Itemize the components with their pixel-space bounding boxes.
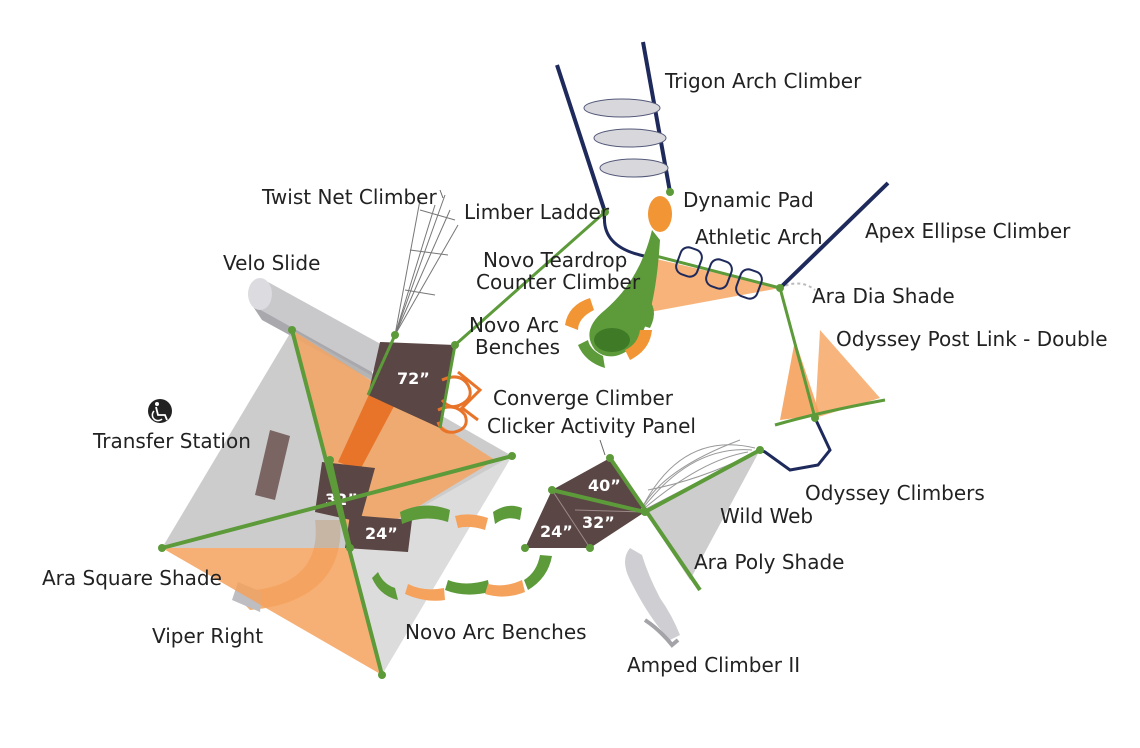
label-ara-dia-shade: Ara Dia Shade (812, 284, 955, 308)
wheelchair-icon (148, 399, 172, 423)
label-limber-ladder: Limber Ladder (464, 200, 610, 224)
label-trigon-arch-climber: Trigon Arch Climber (665, 69, 862, 93)
connection-points (158, 188, 819, 679)
twist-net-climber (394, 194, 459, 336)
access-ramp (338, 388, 400, 470)
posts-center (551, 448, 761, 592)
ara-dia-shade (650, 258, 780, 312)
odyssey-climbers (759, 417, 832, 472)
label-odyssey-climbers: Odyssey Climbers (805, 481, 985, 505)
deck-center: 40” 24” 32” (525, 458, 646, 549)
deck-24-left-label: 24” (365, 524, 398, 543)
deck-40-label: 40” (588, 476, 621, 495)
deck-72: 72” (368, 342, 455, 428)
deck-32-right-label: 32” (582, 513, 615, 532)
novo-arc-benches-top (565, 296, 654, 368)
apex-ellipse-climber (778, 181, 890, 290)
label-novo-teardrop-2: Counter Climber (476, 270, 641, 294)
label-twist-net-climber: Twist Net Climber (262, 185, 437, 209)
label-amped-climber-ii: Amped Climber II (627, 653, 801, 677)
label-ara-poly-shade: Ara Poly Shade (694, 550, 845, 574)
label-novo-arc-benches-top-2: Benches (475, 335, 561, 359)
trigon-arch-climber (555, 41, 672, 260)
label-athletic-arch: Athletic Arch (695, 225, 823, 249)
label-velo-slide: Velo Slide (223, 251, 321, 275)
label-dynamic-pad: Dynamic Pad (683, 188, 814, 212)
athletic-arch (675, 246, 763, 300)
ara-poly-shade (645, 450, 760, 580)
deck-24-right-label: 24” (540, 522, 573, 541)
odyssey-post-link (780, 340, 820, 420)
deck-24-left: 24” (345, 515, 412, 552)
novo-arc-benches-bottom (372, 505, 552, 601)
odyssey-post-link-2 (815, 330, 880, 418)
label-novo-teardrop-1: Novo Teardrop (483, 248, 628, 272)
ara-dia-cable (779, 282, 816, 291)
dynamic-pad (648, 196, 672, 232)
label-novo-arc-benches-top-1: Novo Arc (469, 313, 560, 337)
amped-climber (625, 548, 680, 648)
converge-climber (436, 370, 483, 434)
posts-right (651, 253, 886, 427)
posts-upper (366, 334, 457, 429)
limber-ladder (454, 210, 606, 347)
label-ara-square-shade: Ara Square Shade (42, 566, 222, 590)
transfer-platform (255, 430, 290, 500)
label-converge-climber: Converge Climber (493, 386, 674, 410)
deck-72-label: 72” (397, 369, 430, 388)
label-odyssey-post-link: Odyssey Post Link - Double (836, 327, 1108, 351)
label-wild-web: Wild Web (720, 504, 814, 528)
label-apex-ellipse-climber: Apex Ellipse Climber (865, 219, 1071, 243)
label-clicker-activity-panel: Clicker Activity Panel (487, 414, 696, 438)
label-novo-arc-benches-bottom: Novo Arc Benches (405, 620, 587, 644)
leader-lines (439, 189, 606, 456)
posts-left (161, 329, 513, 676)
label-viper-right: Viper Right (152, 624, 264, 648)
label-transfer-station: Transfer Station (93, 429, 251, 453)
